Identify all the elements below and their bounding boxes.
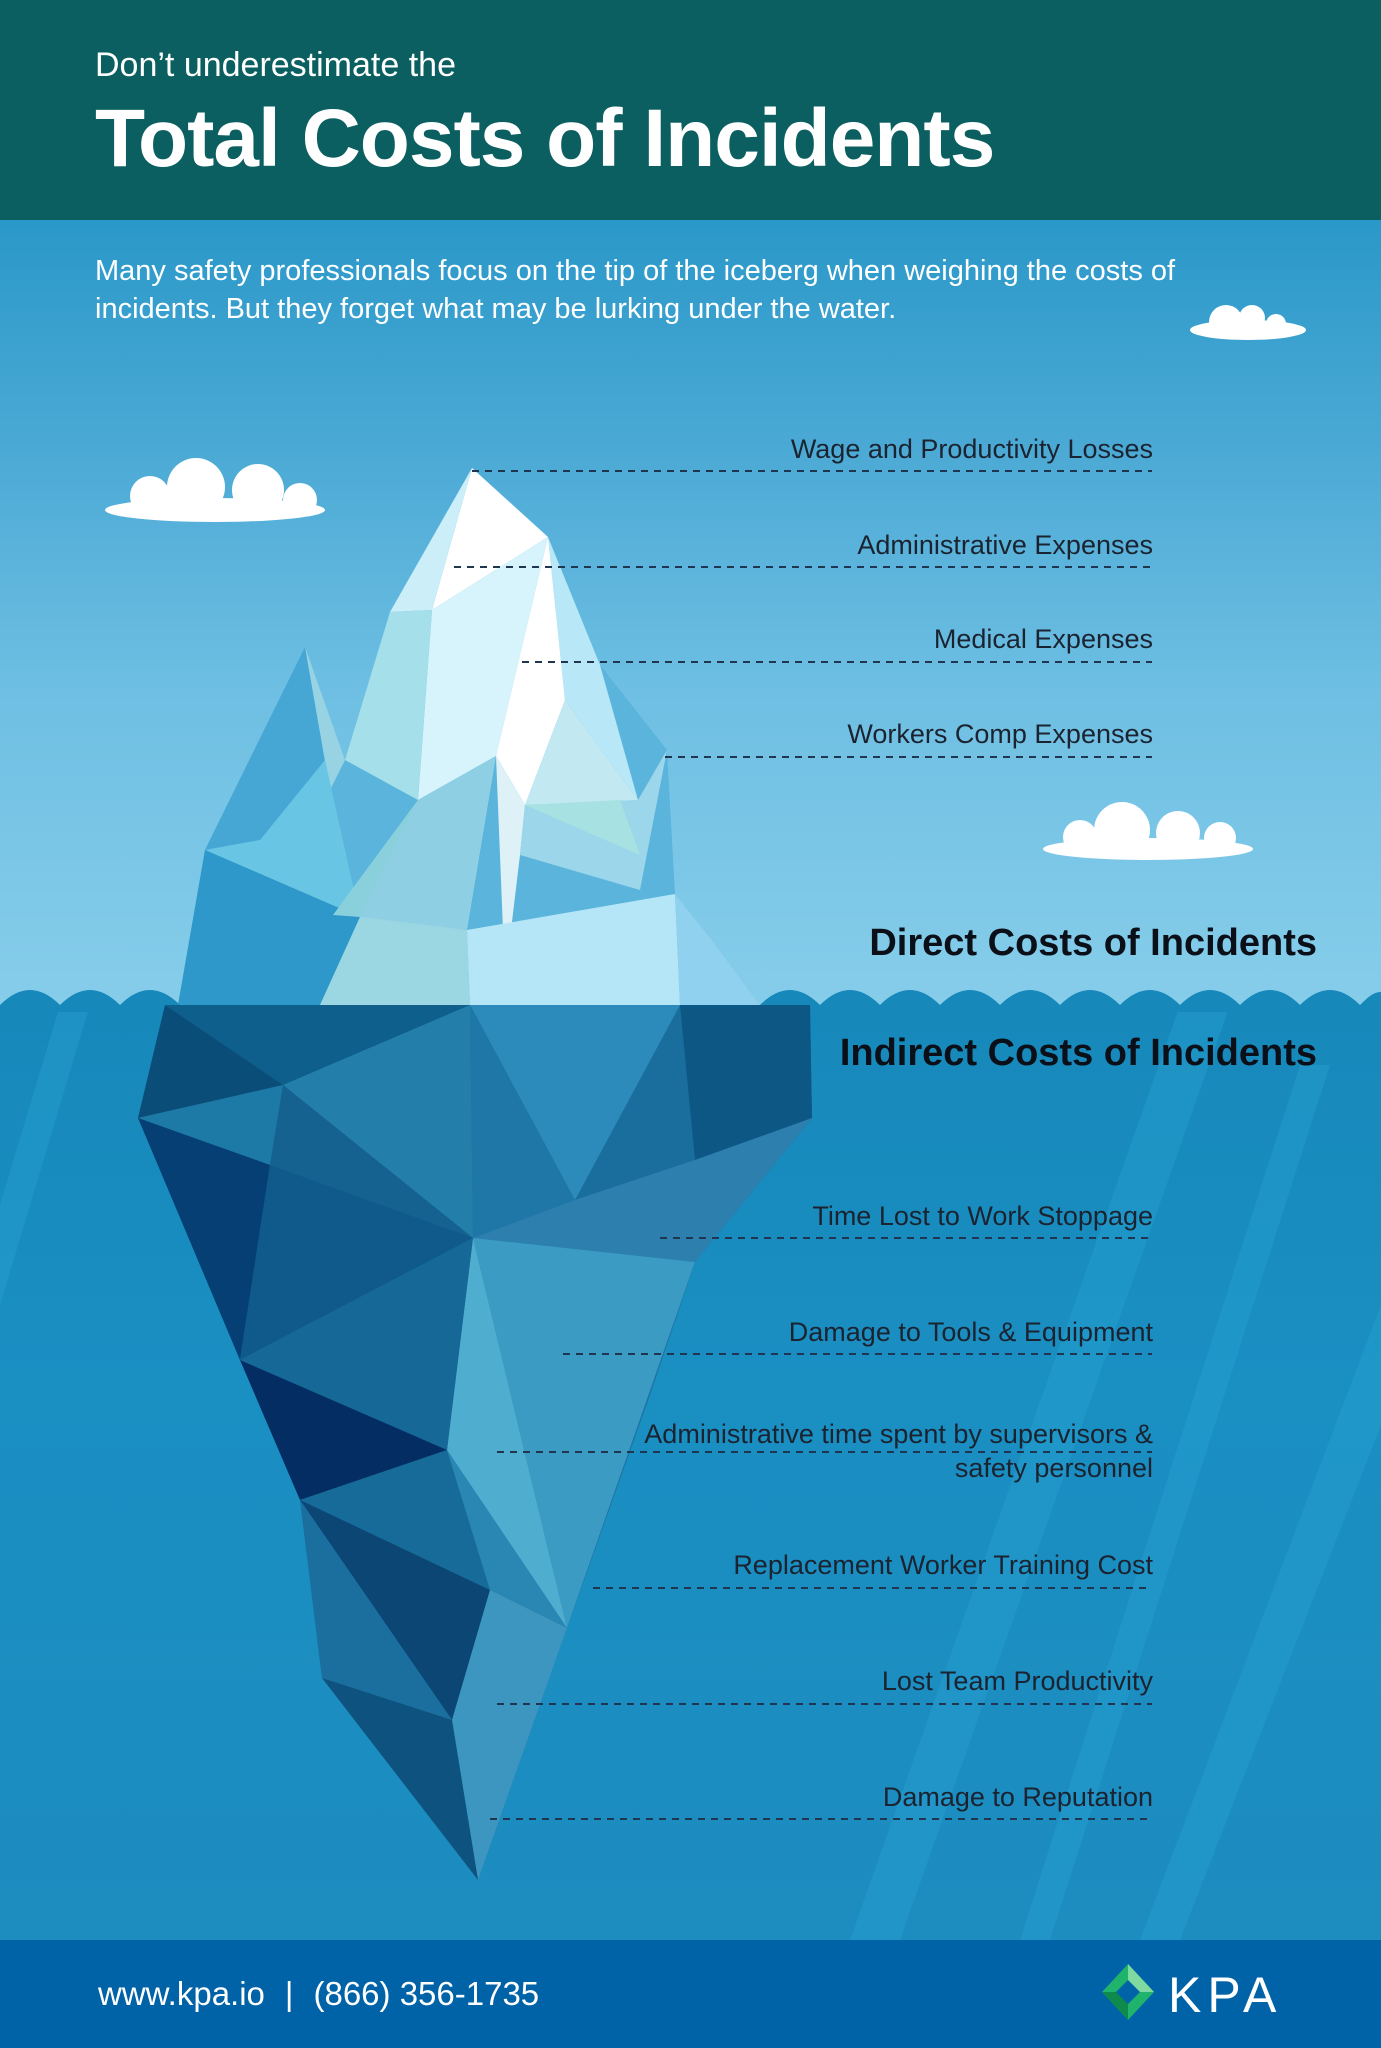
cloud-icon xyxy=(1043,802,1253,860)
leader-lines xyxy=(454,470,1152,1820)
header-banner: Don’t underestimate the Total Costs of I… xyxy=(0,0,1381,220)
intro-text: Many safety professionals focus on the t… xyxy=(95,255,1176,325)
contact-info: www.kpa.io | (866) 356-1735 xyxy=(98,1975,539,2013)
iceberg-underwater xyxy=(138,1005,812,1880)
phone-number[interactable]: (866) 356-1735 xyxy=(313,1975,540,2012)
header-kicker: Don’t underestimate the xyxy=(95,46,456,84)
cloud-icon xyxy=(1190,305,1306,340)
cloud-icon xyxy=(105,458,325,522)
indirect-cost-team-productivity: Lost Team Productivity xyxy=(881,1666,1153,1696)
indirect-costs-heading: Indirect Costs of Incidents xyxy=(839,1032,1317,1074)
contact-separator: | xyxy=(284,1975,294,2012)
indirect-cost-training: Replacement Worker Training Cost xyxy=(733,1550,1153,1580)
logo-text: KPA xyxy=(1168,1967,1283,2023)
page-title: Total Costs of Incidents xyxy=(95,93,995,184)
kpa-diamond-icon xyxy=(1102,1964,1154,2020)
indirect-cost-reputation: Damage to Reputation xyxy=(882,1782,1153,1812)
footer-bar: www.kpa.io | (866) 356-1735 KPA xyxy=(0,1940,1381,2048)
direct-cost-medical: Medical Expenses xyxy=(933,624,1153,654)
direct-cost-administrative: Administrative Expenses xyxy=(857,530,1153,560)
direct-cost-wage: Wage and Productivity Losses xyxy=(790,434,1153,464)
kpa-logo: KPA xyxy=(1098,1962,1338,2026)
indirect-cost-tools: Damage to Tools & Equipment xyxy=(788,1317,1153,1347)
direct-costs-heading: Direct Costs of Incidents xyxy=(869,922,1317,964)
iceberg-tip xyxy=(178,468,760,1005)
indirect-cost-admin-time: Administrative time spent by supervisors… xyxy=(644,1419,1153,1483)
direct-cost-workers-comp: Workers Comp Expenses xyxy=(847,719,1153,749)
website-link[interactable]: www.kpa.io xyxy=(98,1975,265,2012)
indirect-cost-work-stoppage: Time Lost to Work Stoppage xyxy=(812,1201,1153,1231)
